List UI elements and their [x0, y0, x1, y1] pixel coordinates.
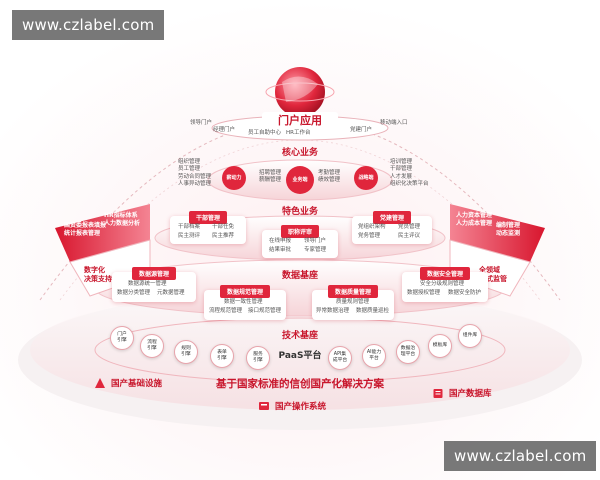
- core-circle-strategy: 战略端: [354, 166, 378, 190]
- watermark-top: www.czlabel.com: [12, 10, 165, 40]
- core-title: 核心业务: [281, 148, 318, 158]
- tech-node-api-platform: API集成平台: [328, 346, 352, 370]
- tech-node-form-engine: 表单引擎: [210, 344, 234, 368]
- tech-node-template-lib: 模板库: [428, 334, 452, 358]
- core-left-list: 组织管理 员工管理 劳动合同管理 人事异动管理: [178, 159, 212, 188]
- data-card-security: 数据安全管理 安全分级规则管理 数据授权管理 数据安全防护: [402, 267, 488, 302]
- tech-node-governance-platform: 数据治理平台: [396, 340, 420, 364]
- footer-infra: 国产基础设施: [94, 377, 162, 389]
- tech-node-portal-engine: 门户引擎: [110, 326, 134, 350]
- footer-db: 国产数据库: [432, 387, 492, 399]
- portal-title: 门户应用: [262, 112, 338, 128]
- data-card-spec: 数据规范管理 数据一致性管理 流程规范管理 接口规范管理: [204, 285, 286, 320]
- bottom-headline: 基于国家标准的信创国产化解决方案: [216, 378, 384, 390]
- footer-os: 国产操作系统: [258, 400, 326, 412]
- triangle-icon: [95, 378, 105, 388]
- portal-item: 员工自助中心: [248, 130, 282, 136]
- database-icon: [433, 389, 443, 398]
- watermark-bottom: www.czlabel.com: [444, 441, 597, 471]
- core-right-list: 培训管理 干部管理 人才发展 组织化决策平台: [390, 159, 429, 188]
- portal-item: 党建门户: [350, 127, 373, 133]
- featured-card-party: 党建管理 党组织架构 党员管理 党务管理 民主评议: [352, 211, 432, 244]
- tech-node-service-engine: 服务引擎: [246, 346, 270, 370]
- tech-node-component-lib: 组件库: [458, 324, 482, 348]
- window-icon: [259, 402, 269, 410]
- wing-right-inner: 人力资本管理 人力成本管理: [456, 212, 493, 227]
- data-card-source: 数据源管理 数据源统一管理 数据分类管理 元数据管理: [112, 267, 196, 302]
- featured-title: 特色业务: [281, 207, 318, 217]
- portal-item: HR工作台: [286, 130, 311, 136]
- tech-title: 技术基座: [281, 331, 318, 341]
- core-circle-salary: 薪动力: [222, 166, 246, 190]
- paas-label: PaaS平台: [278, 351, 322, 361]
- wing-left-bottom: 数字化 决策支持: [84, 266, 112, 284]
- data-card-quality: 数据质量管理 质量规则管理 异常数据治理 数据质量巡检: [312, 285, 394, 320]
- tech-node-rule-engine: 规则引擎: [174, 340, 198, 364]
- wing-right-bottom: 全领域 穿透式监管: [472, 266, 507, 284]
- portal-item: 移动端入口: [380, 120, 408, 126]
- portal-item: 领导门户: [190, 120, 213, 126]
- tech-node-ai-platform: AI能力平台: [362, 344, 386, 368]
- wing-left-inner: HR指标体系 人力数据分析: [104, 212, 141, 227]
- wing-left-outer: 国资委报表填报 统计报表管理: [64, 222, 107, 237]
- data-base-title: 数据基座: [281, 271, 318, 281]
- wing-right-outer: 编制管理 动态监测: [496, 222, 521, 237]
- portal-item: 经理门户: [213, 127, 236, 133]
- tech-node-flow-engine: 流程引擎: [140, 334, 164, 358]
- featured-card-cadre: 干部管理 干部档案 干部任免 民主测评 民主推荐: [170, 211, 246, 244]
- core-circle-business: 业务端: [286, 166, 314, 194]
- core-center-right: 考勤管理 绩效管理: [318, 170, 341, 184]
- featured-card-title-review: 职称评审 在线申报 领导门户 结果审批 专家管理: [262, 225, 338, 258]
- core-center-left: 招聘管理 薪酬管理: [259, 170, 282, 184]
